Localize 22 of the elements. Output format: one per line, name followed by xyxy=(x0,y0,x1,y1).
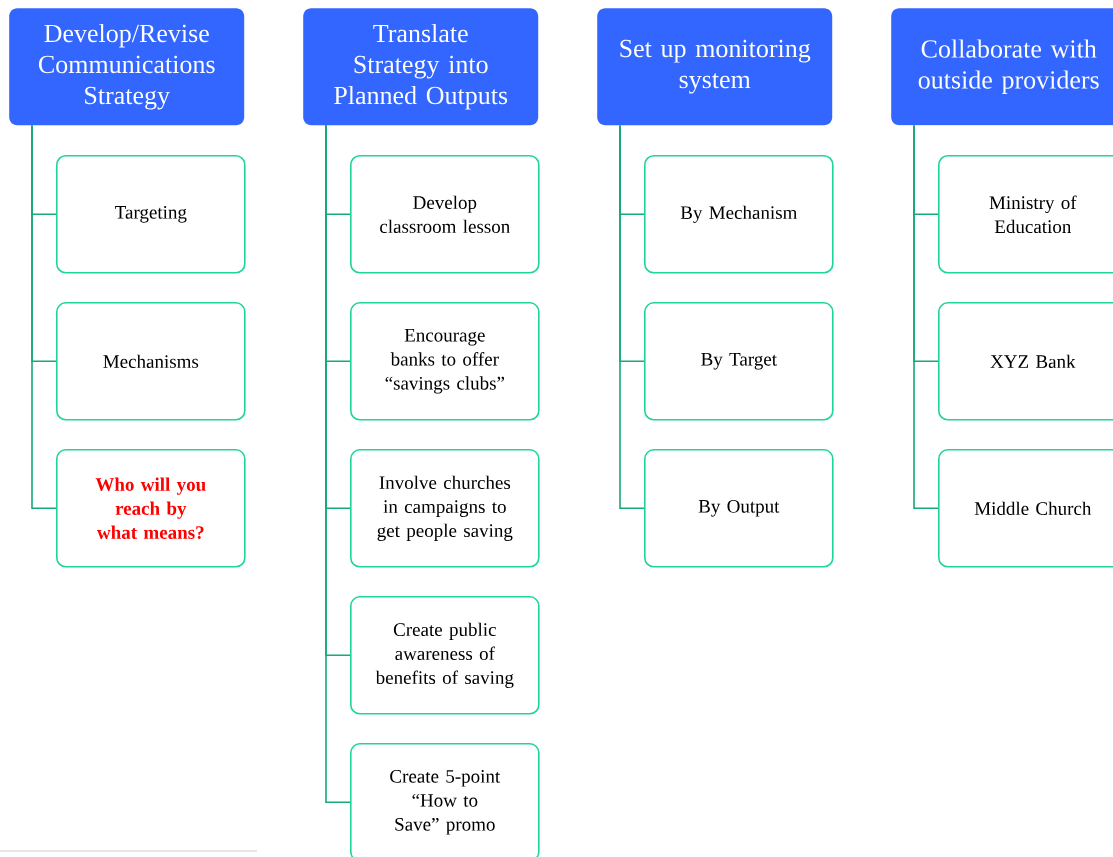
process-box: Targeting xyxy=(56,155,246,274)
header-box: Set up monitoring system xyxy=(597,8,833,126)
process-box: By Mechanism xyxy=(644,155,834,274)
header-box: Collaborate with outside providers xyxy=(891,8,1113,126)
process-box: Who will you reach by what means? xyxy=(56,449,246,568)
process-box: Ministry of Education xyxy=(938,155,1113,274)
header-box: Develop/Revise Communications Strategy xyxy=(9,8,245,126)
connector xyxy=(325,124,351,804)
process-box: Develop classroom lesson xyxy=(350,155,540,274)
connector xyxy=(619,124,645,510)
process-box: By Output xyxy=(644,449,834,568)
connector xyxy=(31,124,57,510)
process-box: Create 5-point “How to Save” promo xyxy=(350,743,540,857)
process-box: Encourage banks to offer “savings clubs” xyxy=(350,302,540,421)
header-box: Translate Strategy into Planned Outputs xyxy=(303,8,539,126)
process-box: Middle Church xyxy=(938,449,1113,568)
process-box: Mechanisms xyxy=(56,302,246,421)
process-box: By Target xyxy=(644,302,834,421)
process-box: Create public awareness of benefits of saving xyxy=(350,596,540,715)
connector xyxy=(913,124,939,510)
process-box: Involve churches in campaigns to get people saving xyxy=(350,449,540,568)
process-box: XYZ Bank xyxy=(938,302,1113,421)
